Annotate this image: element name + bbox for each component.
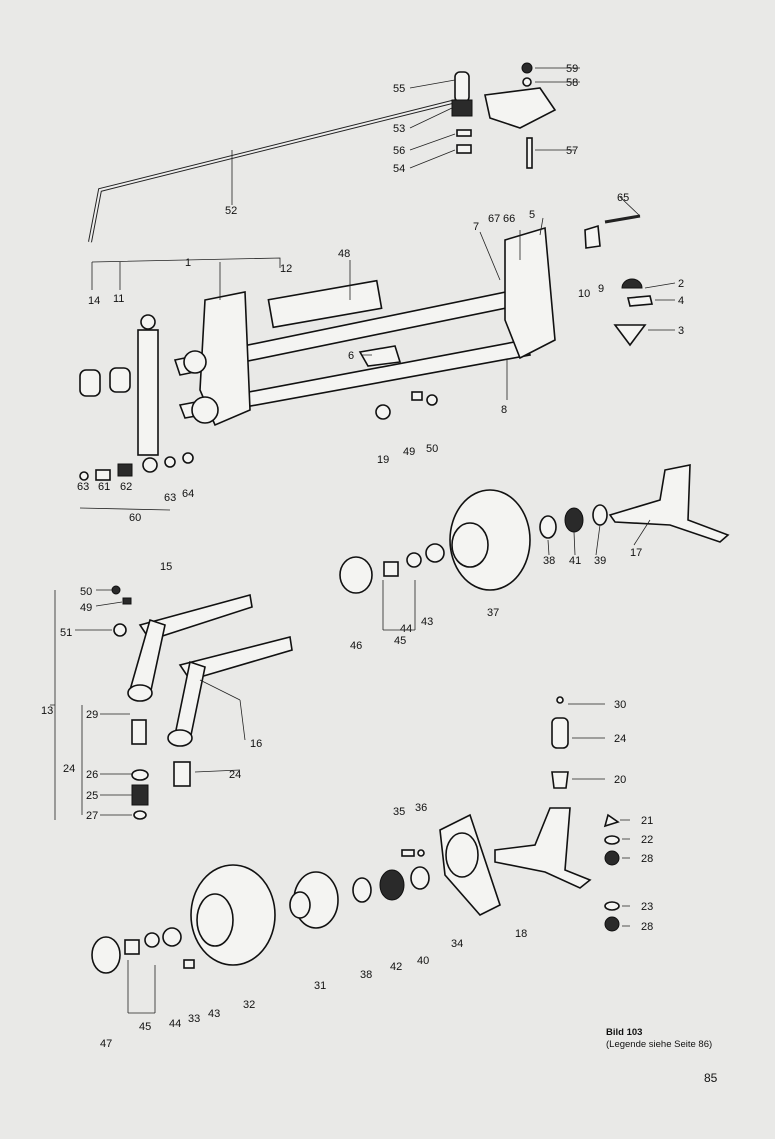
callout: 49 bbox=[403, 446, 415, 458]
callout: 58 bbox=[566, 77, 578, 89]
callout: 4 bbox=[678, 295, 684, 307]
callout: 41 bbox=[569, 555, 581, 567]
callout: 11 bbox=[113, 293, 124, 305]
callout: 17 bbox=[630, 547, 642, 559]
callout: 59 bbox=[566, 63, 578, 75]
callout: 47 bbox=[100, 1038, 112, 1050]
callout: 51 bbox=[60, 627, 72, 639]
figure-caption: Bild 103 (Legende siehe Seite 86) bbox=[606, 1027, 712, 1051]
callout: 67 bbox=[488, 213, 500, 225]
callout: 50 bbox=[426, 443, 438, 455]
callout: 66 bbox=[503, 213, 515, 225]
leader-lines bbox=[50, 67, 676, 1014]
callout: 64 bbox=[182, 488, 194, 500]
callout: 61 bbox=[98, 481, 110, 493]
callout: 6 bbox=[348, 350, 354, 362]
callout: 28 bbox=[641, 921, 653, 933]
shock-absorber bbox=[79, 314, 438, 481]
callout: 57 bbox=[566, 145, 578, 157]
callout: 45 bbox=[139, 1021, 151, 1033]
callout: 63 bbox=[164, 492, 176, 504]
ball-joint-parts bbox=[551, 696, 620, 932]
callout: 44 bbox=[400, 623, 412, 635]
callout: 32 bbox=[243, 999, 255, 1011]
callout: 49 bbox=[80, 602, 92, 614]
callout: 8 bbox=[501, 404, 507, 416]
callout: 24 bbox=[614, 733, 626, 745]
callout: 14 bbox=[88, 295, 100, 307]
callout: 2 bbox=[678, 278, 684, 290]
callout: 3 bbox=[678, 325, 684, 337]
callout: 62 bbox=[120, 481, 132, 493]
callout: 34 bbox=[451, 938, 463, 950]
callout-labels: 59 58 55 53 56 57 54 52 65 67 66 5 7 1 1… bbox=[41, 63, 684, 1050]
callout: 56 bbox=[393, 145, 405, 157]
callout: 27 bbox=[86, 810, 98, 822]
callout: 50 bbox=[80, 586, 92, 598]
callout: 55 bbox=[393, 83, 405, 95]
page-number: 85 bbox=[704, 1071, 718, 1085]
callout: 30 bbox=[614, 699, 626, 711]
callout: 63 bbox=[77, 481, 89, 493]
callout: 13 bbox=[41, 705, 53, 717]
callout: 45 bbox=[394, 635, 406, 647]
callout: 29 bbox=[86, 709, 98, 721]
callout: 42 bbox=[390, 961, 402, 973]
trailing-arms bbox=[111, 585, 293, 820]
callout: 60 bbox=[129, 512, 141, 524]
callout: 24 bbox=[63, 763, 75, 775]
callout: 9 bbox=[598, 283, 604, 295]
callout: 53 bbox=[393, 123, 405, 135]
disc-brake-assembly bbox=[91, 807, 592, 974]
callout: 26 bbox=[86, 769, 98, 781]
callout: 15 bbox=[160, 561, 172, 573]
callout: 43 bbox=[208, 1008, 220, 1020]
callout: 24 bbox=[229, 769, 241, 781]
callout: 36 bbox=[415, 802, 427, 814]
callout: 19 bbox=[377, 454, 389, 466]
figure-title: Bild 103 bbox=[606, 1027, 643, 1038]
callout: 40 bbox=[417, 955, 429, 967]
callout: 12 bbox=[280, 263, 292, 275]
callout: 46 bbox=[350, 640, 362, 652]
callout: 38 bbox=[543, 555, 555, 567]
legend-note: (Legende siehe Seite 86) bbox=[606, 1039, 713, 1050]
callout: 54 bbox=[393, 163, 405, 175]
callout: 28 bbox=[641, 853, 653, 865]
callout: 23 bbox=[641, 901, 653, 913]
callout: 35 bbox=[393, 806, 405, 818]
callout: 5 bbox=[529, 209, 535, 221]
callout: 7 bbox=[473, 221, 479, 233]
callout: 21 bbox=[641, 815, 653, 827]
callout: 38 bbox=[360, 969, 372, 981]
callout: 16 bbox=[250, 738, 262, 750]
callout: 65 bbox=[617, 192, 629, 204]
callout: 1 bbox=[185, 257, 191, 269]
callout: 43 bbox=[421, 616, 433, 628]
callout: 25 bbox=[86, 790, 98, 802]
drum-brake-hub-assembly bbox=[339, 464, 730, 594]
callout: 44 bbox=[169, 1018, 181, 1030]
callout: 22 bbox=[641, 834, 653, 846]
stabilizer-bar bbox=[88, 62, 557, 243]
callout: 18 bbox=[515, 928, 527, 940]
callout: 31 bbox=[314, 980, 326, 992]
callout: 10 bbox=[578, 288, 590, 300]
callout: 39 bbox=[594, 555, 606, 567]
callout: 52 bbox=[225, 205, 237, 217]
callout: 20 bbox=[614, 774, 626, 786]
front-axle-beam bbox=[173, 214, 654, 427]
callout: 33 bbox=[188, 1013, 200, 1025]
callout: 48 bbox=[338, 248, 350, 260]
callout: 37 bbox=[487, 607, 499, 619]
